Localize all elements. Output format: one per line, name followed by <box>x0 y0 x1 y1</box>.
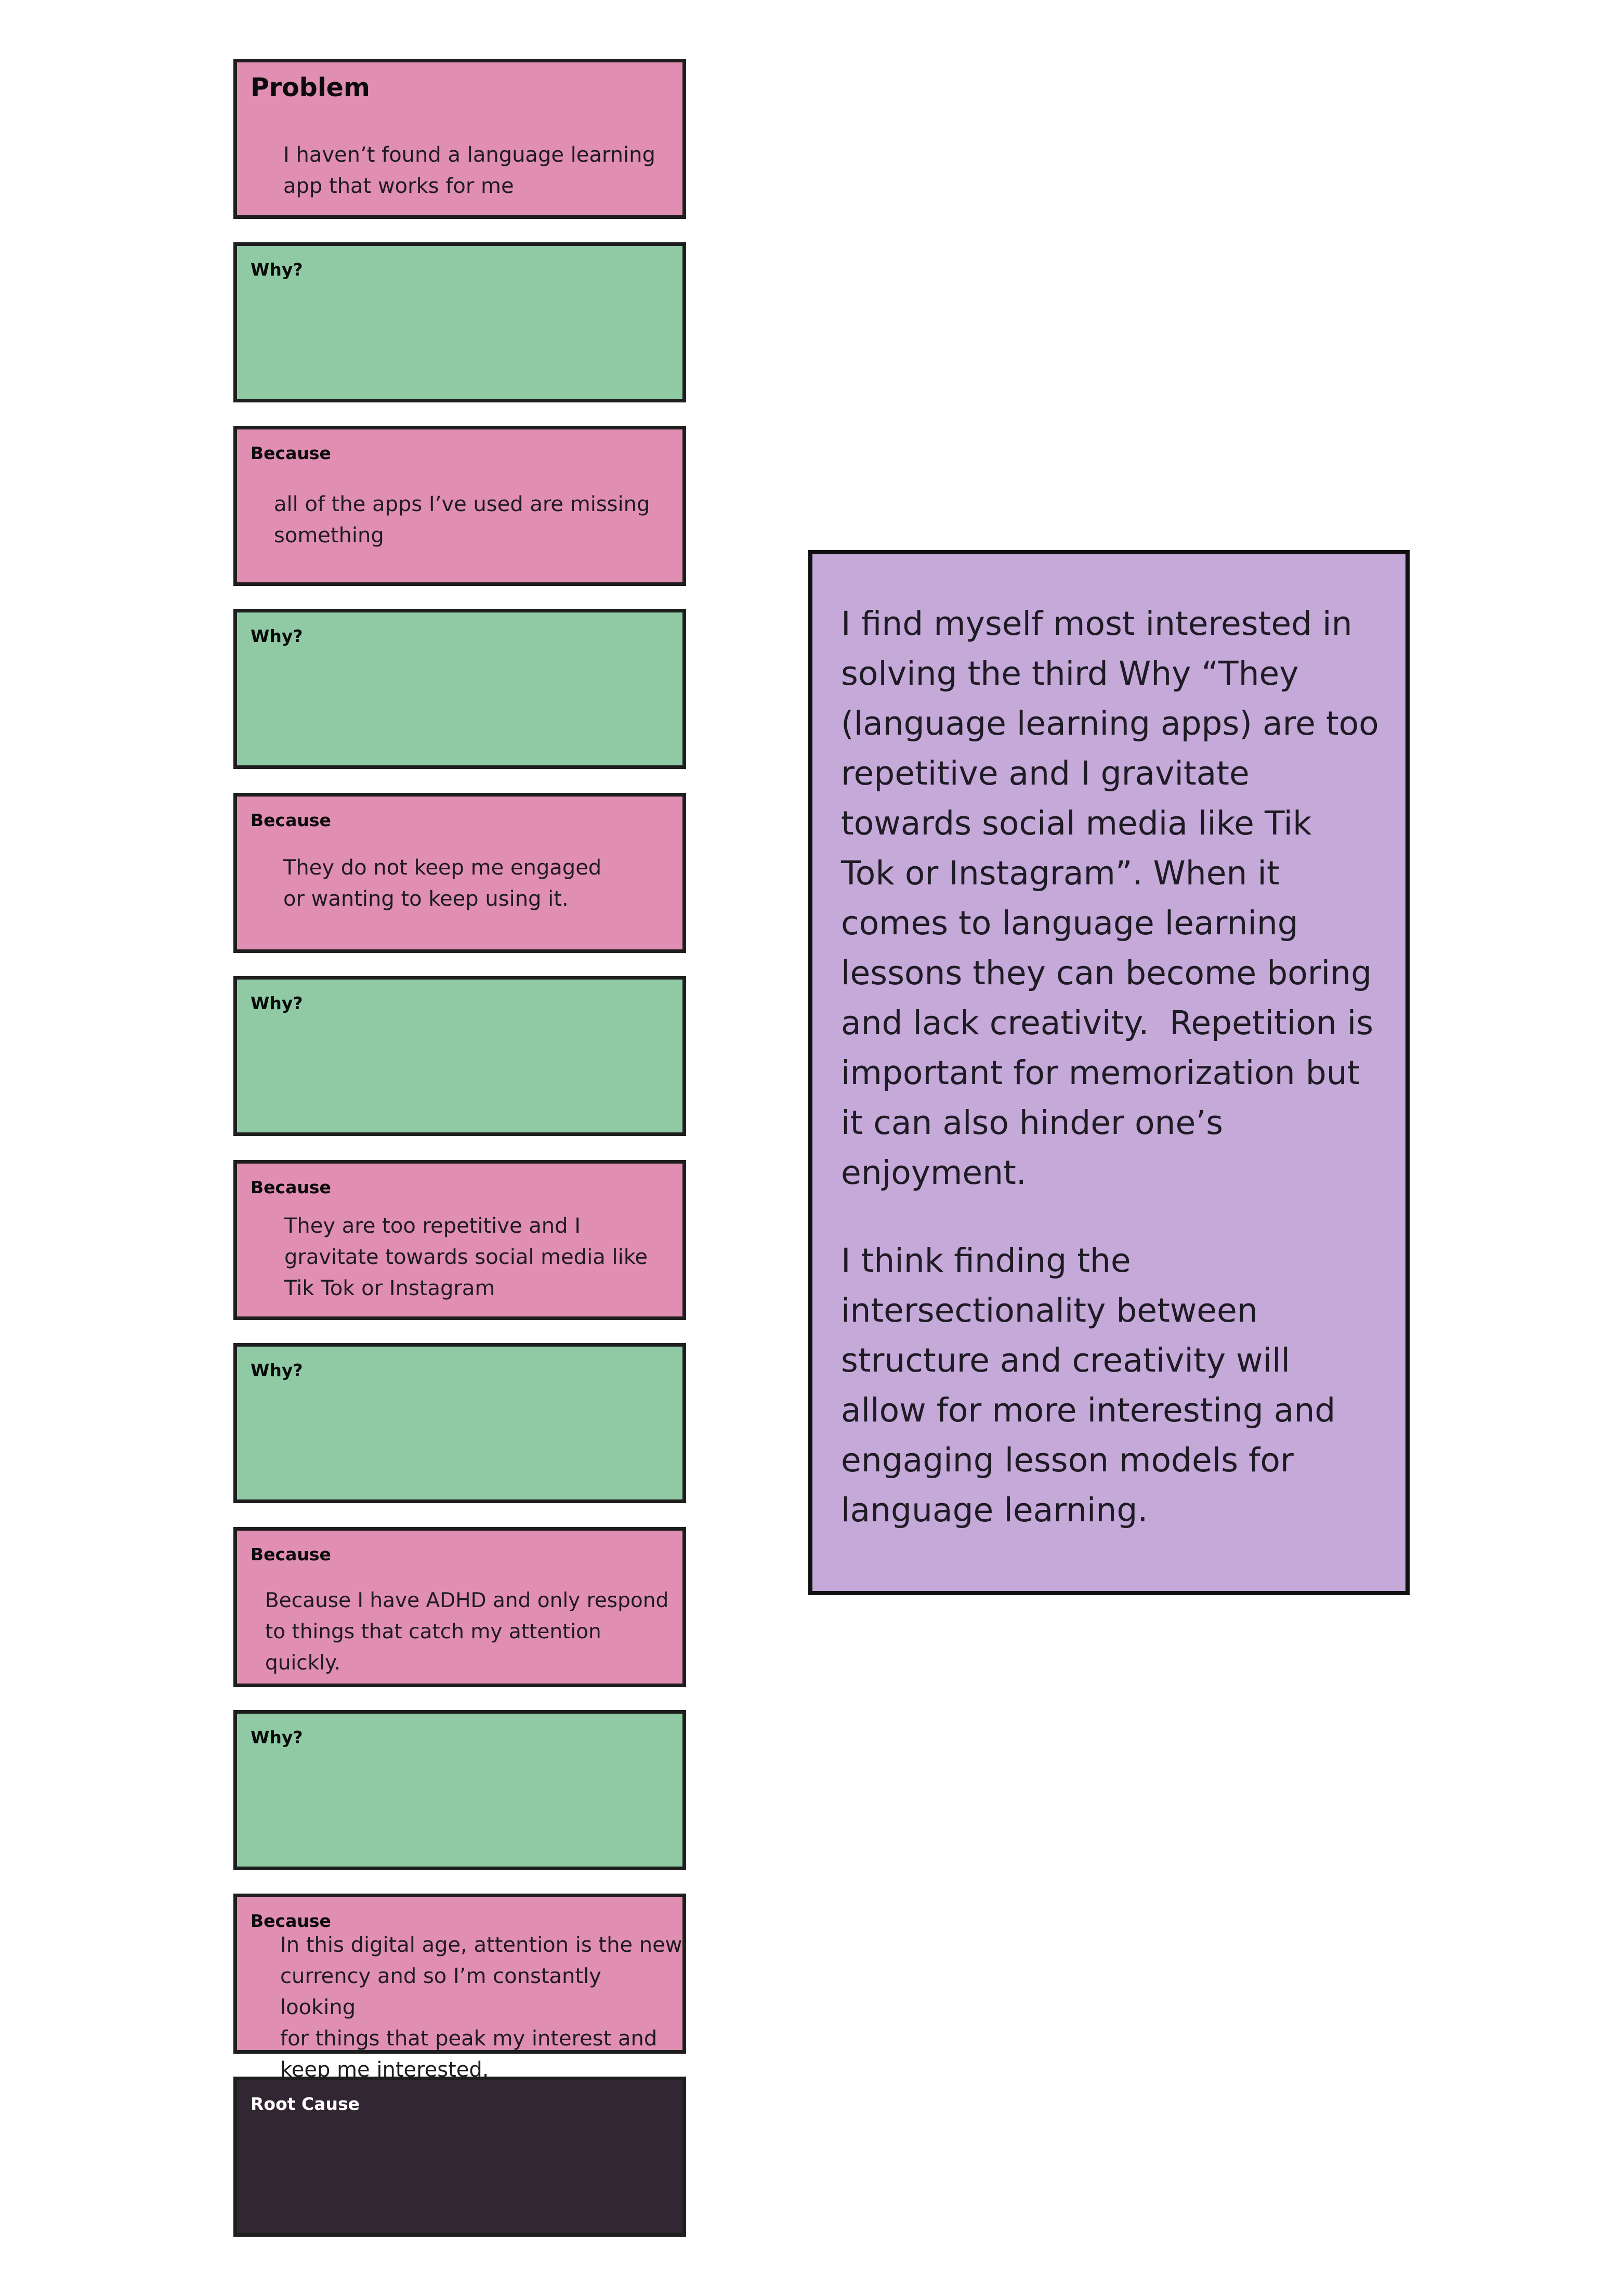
root-cause-label: Root Cause <box>251 2094 360 2114</box>
problem-text-line: app that works for me <box>283 174 514 198</box>
because-text-line: Because I have ADHD and only respond <box>265 1589 669 1612</box>
why-card-3: Why? <box>233 976 686 1136</box>
why-card-4: Why? <box>233 1343 686 1503</box>
note-line: lessons they can become boring <box>841 954 1372 992</box>
because-text-4: Because I have ADHD and only respond to … <box>265 1585 682 1679</box>
why-label: Why? <box>251 1727 303 1747</box>
because-text-line: all of the apps I’ve used are missing <box>274 492 650 516</box>
note-line: engaging lesson models for <box>841 1441 1294 1479</box>
because-text-line: or wanting to keep using it. <box>283 887 569 911</box>
because-label: Because <box>251 443 331 463</box>
note-line: structure and creativity will <box>841 1341 1291 1379</box>
problem-text: I haven’t found a language learning app … <box>283 139 655 202</box>
note-line: repetitive and I gravitate <box>841 754 1250 792</box>
because-label: Because <box>251 1177 331 1197</box>
because-card-2: Because They do not keep me engaged or w… <box>233 793 686 953</box>
because-text-line: They are too repetitive and I <box>284 1214 581 1238</box>
because-card-3: Because They are too repetitive and I gr… <box>233 1160 686 1320</box>
because-text-line: They do not keep me engaged <box>283 856 602 880</box>
note-line: (language learning apps) are too <box>841 705 1379 742</box>
reflection-paragraph-2: I think finding the intersectionality be… <box>841 1236 1392 1535</box>
note-line: it can also hinder one’s <box>841 1104 1224 1142</box>
note-line: comes to language learning <box>841 904 1298 942</box>
because-text-line: something <box>274 524 384 547</box>
why-label: Why? <box>251 626 303 646</box>
reflection-paragraph-1: I find myself most interested in solving… <box>841 599 1392 1198</box>
because-card-4: Because Because I have ADHD and only res… <box>233 1527 686 1687</box>
reflection-note: I find myself most interested in solving… <box>808 550 1410 1595</box>
note-line: important for memorization but <box>841 1054 1360 1092</box>
note-line: solving the third Why “They <box>841 655 1299 693</box>
because-card-5: Because In this digital age, attention i… <box>233 1894 686 2082</box>
because-text-line: for things that peak my interest and <box>280 2027 658 2051</box>
because-text-line: Tik Tok or Instagram <box>284 1276 495 1300</box>
problem-label: Problem <box>251 73 370 102</box>
because-text-line: currency and so I’m constantly looking <box>280 1964 601 2019</box>
root-cause-card: Root Cause <box>233 2077 686 2237</box>
because-text-5: In this digital age, attention is the ne… <box>280 1929 682 2085</box>
because-text-line: gravitate towards social media like <box>284 1245 648 1269</box>
why-label: Why? <box>251 1360 303 1380</box>
because-text-3: They are too repetitive and I gravitate … <box>284 1210 648 1304</box>
why-card-2: Why? <box>233 609 686 769</box>
note-line: and lack creativity. Repetition is <box>841 1004 1374 1042</box>
because-text-line: to things that catch my attention quickl… <box>265 1620 601 1675</box>
problem-card: Problem I haven’t found a language learn… <box>233 59 686 219</box>
problem-text-line: I haven’t found a language learning <box>283 143 655 167</box>
because-label: Because <box>251 810 331 830</box>
because-text-2: They do not keep me engaged or wanting t… <box>283 852 601 915</box>
why-card-5: Why? <box>233 1710 686 1870</box>
note-line: I think finding the <box>841 1242 1131 1280</box>
because-text-line: In this digital age, attention is the ne… <box>280 1933 682 1957</box>
why-label: Why? <box>251 993 303 1013</box>
because-text-1: all of the apps I’ve used are missing so… <box>274 489 650 551</box>
note-line: allow for more interesting and <box>841 1391 1336 1429</box>
why-card-1: Why? <box>233 242 686 402</box>
note-line: enjoyment. <box>841 1154 1027 1192</box>
because-label: Because <box>251 1544 331 1564</box>
note-line: intersectionality between <box>841 1292 1258 1329</box>
because-label: Because <box>251 1911 331 1931</box>
note-line: Tok or Instagram”. When it <box>841 854 1280 892</box>
why-label: Why? <box>251 259 303 280</box>
note-line: towards social media like Tik <box>841 804 1312 842</box>
because-card-1: Because all of the apps I’ve used are mi… <box>233 426 686 586</box>
reflection-note-text: I find myself most interested in solving… <box>841 599 1392 1535</box>
note-line: language learning. <box>841 1491 1148 1529</box>
note-line: I find myself most interested in <box>841 605 1352 643</box>
